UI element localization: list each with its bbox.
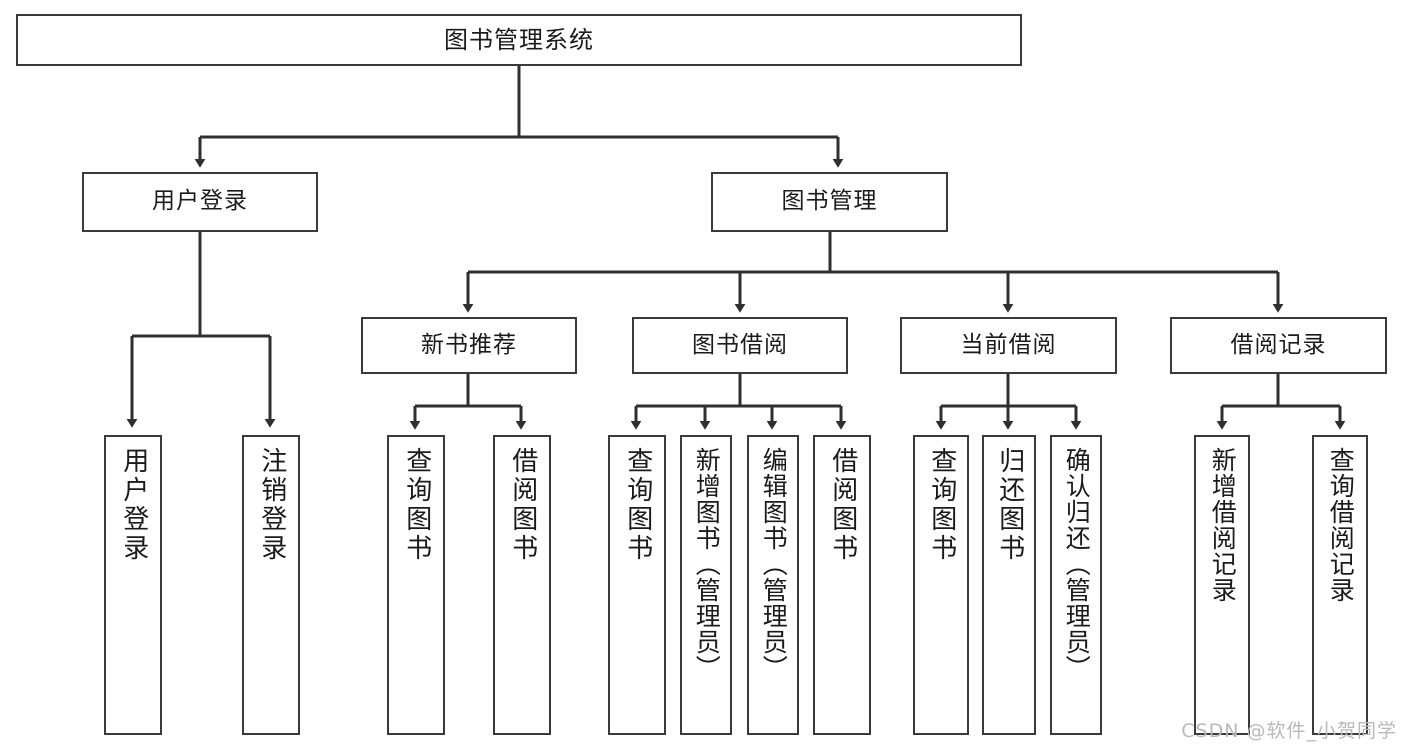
- node-current-borrow[interactable]: 当前借阅: [900, 317, 1117, 374]
- leaf-user-login[interactable]: 用户登录: [104, 435, 162, 735]
- node-book-borrow[interactable]: 图书借阅: [632, 317, 848, 374]
- node-book-management-label: 图书管理: [781, 188, 878, 215]
- leaf-query-book-3[interactable]: 查询图书: [913, 435, 969, 735]
- leaf-borrow-book-1[interactable]: 借阅图书: [493, 435, 551, 735]
- leaf-edit-book-label: 编辑图书（管理员）: [759, 447, 789, 681]
- leaf-confirm-return[interactable]: 确认归还（管理员）: [1050, 435, 1102, 735]
- leaf-borrow-book-2-label: 借阅图书: [827, 447, 858, 563]
- node-book-borrow-label: 图书借阅: [692, 331, 788, 358]
- watermark: CSDN @软件_小贺同学: [1181, 720, 1397, 742]
- leaf-query-book-1[interactable]: 查询图书: [387, 435, 445, 735]
- leaf-query-book-2-label: 查询图书: [622, 447, 653, 563]
- leaf-logout[interactable]: 注销登录: [242, 435, 300, 735]
- node-new-book-recommend-label: 新书推荐: [421, 331, 517, 358]
- leaf-borrow-book-1-label: 借阅图书: [507, 447, 538, 563]
- leaf-return-book[interactable]: 归还图书: [982, 435, 1036, 735]
- leaf-query-record[interactable]: 查询借阅记录: [1312, 435, 1368, 735]
- node-borrow-record-label: 借阅记录: [1230, 331, 1327, 358]
- node-book-management[interactable]: 图书管理: [711, 172, 948, 232]
- leaf-confirm-return-label: 确认归还（管理员）: [1062, 447, 1092, 681]
- node-current-borrow-label: 当前借阅: [960, 331, 1057, 358]
- leaf-borrow-book-2[interactable]: 借阅图书: [813, 435, 871, 735]
- leaf-logout-label: 注销登录: [256, 447, 287, 563]
- leaf-query-book-2[interactable]: 查询图书: [608, 435, 666, 735]
- leaf-add-record-label: 新增借阅记录: [1208, 447, 1238, 603]
- leaf-add-book[interactable]: 新增图书（管理员）: [680, 435, 732, 735]
- node-user-login-label: 用户登录: [152, 188, 248, 215]
- leaf-user-login-label: 用户登录: [118, 447, 149, 563]
- node-root-label: 图书管理系统: [444, 25, 594, 54]
- node-borrow-record[interactable]: 借阅记录: [1170, 317, 1387, 374]
- leaf-query-book-3-label: 查询图书: [926, 447, 957, 563]
- leaf-add-record[interactable]: 新增借阅记录: [1194, 435, 1250, 735]
- leaf-add-book-label: 新增图书（管理员）: [692, 447, 722, 681]
- node-new-book-recommend[interactable]: 新书推荐: [361, 317, 577, 374]
- node-user-login[interactable]: 用户登录: [82, 172, 318, 232]
- leaf-edit-book[interactable]: 编辑图书（管理员）: [747, 435, 799, 735]
- node-root[interactable]: 图书管理系统: [16, 14, 1022, 66]
- leaf-query-record-label: 查询借阅记录: [1326, 447, 1356, 603]
- leaf-return-book-label: 归还图书: [994, 447, 1025, 563]
- leaf-query-book-1-label: 查询图书: [401, 447, 432, 563]
